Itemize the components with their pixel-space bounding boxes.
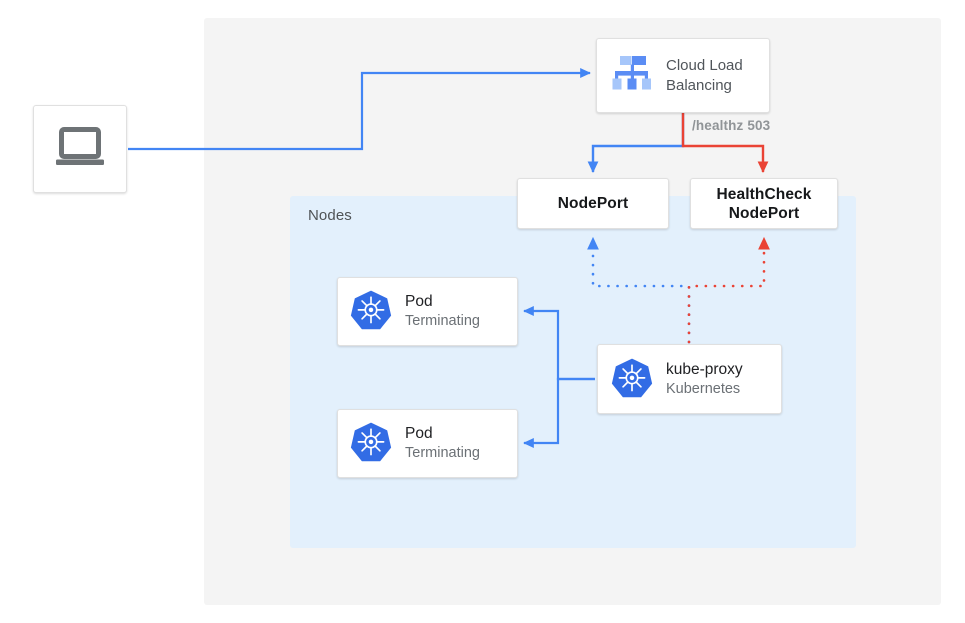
healthcheck-nodeport-line2: NodePort <box>728 204 800 222</box>
kube-proxy-text: kube-proxy Kubernetes <box>666 360 743 399</box>
kube-proxy-title: kube-proxy <box>666 360 743 378</box>
laptop-icon <box>54 125 106 174</box>
healthcheck-nodeport-node[interactable]: HealthCheck NodePort <box>690 178 838 229</box>
nodeport-label: NodePort <box>557 195 629 212</box>
kubernetes-icon <box>611 356 653 403</box>
pod-1-status: Terminating <box>405 313 480 329</box>
healthcheck-nodeport-line1: HealthCheck <box>716 185 812 203</box>
pod-node-1[interactable]: Pod Terminating <box>337 277 518 346</box>
healthz-edge-label: /healthz 503 <box>692 118 771 133</box>
kubernetes-icon <box>350 288 392 335</box>
kube-proxy-subtitle: Kubernetes <box>666 380 741 397</box>
cloud-load-balancing-node[interactable]: Cloud Load Balancing <box>596 38 770 113</box>
nodeport-node[interactable]: NodePort <box>517 178 669 229</box>
kubernetes-icon <box>350 420 392 467</box>
cloud-load-balancing-label: Cloud Load Balancing <box>666 56 743 96</box>
pod-2-status: Terminating <box>405 445 480 461</box>
pod-1-title: Pod <box>405 293 433 310</box>
pod-node-2[interactable]: Pod Terminating <box>337 409 518 478</box>
client-node[interactable] <box>33 105 127 193</box>
pod-2-title: Pod <box>405 425 433 442</box>
pod-1-text: Pod Terminating <box>405 292 480 331</box>
pod-2-text: Pod Terminating <box>405 424 480 463</box>
cloud-load-balancing-line1: Cloud Load <box>666 56 743 74</box>
nodes-region-label: Nodes <box>308 207 352 224</box>
cloud-load-balancing-line2: Balancing <box>666 76 732 94</box>
healthcheck-nodeport-label: HealthCheck NodePort <box>717 185 812 223</box>
cloud-load-balancing-icon <box>607 51 657 100</box>
kube-proxy-node[interactable]: kube-proxy Kubernetes <box>597 344 782 414</box>
